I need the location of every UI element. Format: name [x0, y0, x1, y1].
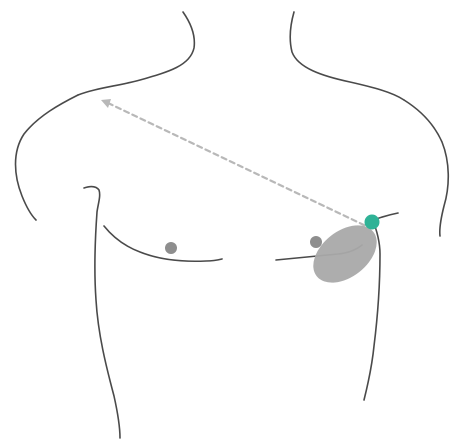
left-breast-outline: [104, 226, 222, 261]
left-torso-side-outline: [84, 187, 120, 438]
marker-point[interactable]: [365, 215, 380, 230]
neck-right-outline: [290, 12, 404, 100]
left-shoulder-outline: [16, 95, 79, 220]
right-nipple: [310, 236, 322, 248]
neck-left-outline: [78, 12, 194, 95]
left-nipple: [165, 242, 177, 254]
guide-dashed-line: [108, 103, 366, 226]
guide-arrowhead: [101, 99, 111, 108]
right-shoulder-outline: [404, 100, 448, 236]
